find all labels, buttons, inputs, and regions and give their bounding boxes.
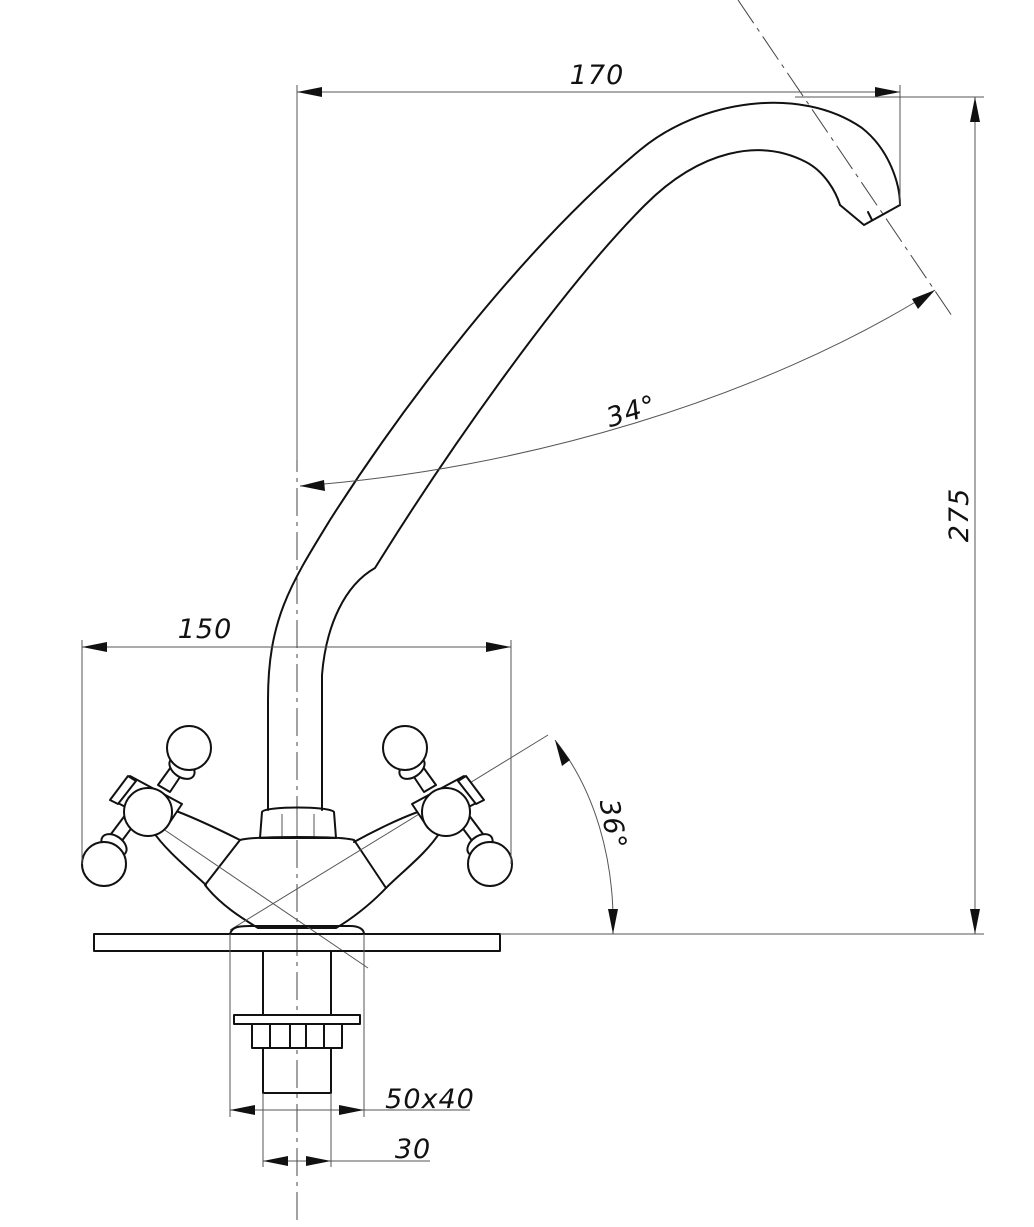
dimension-label-handle-angle: 36°	[593, 797, 632, 852]
dimension-total-height: 275	[500, 96, 984, 935]
dimension-label-base-size: 50x40	[385, 1084, 475, 1115]
spout	[267, 101, 901, 811]
right-handle	[353, 725, 513, 889]
dimension-spout-angle: 34°	[299, 289, 936, 491]
dimension-label-handle-spread: 150	[178, 614, 233, 645]
dimension-label-shank-diameter: 30	[395, 1134, 431, 1165]
center-lines	[296, 0, 953, 1225]
dimension-spout-reach: 170	[296, 60, 901, 460]
left-handle	[81, 725, 241, 887]
dimension-label-spout-reach: 170	[570, 60, 625, 91]
dimension-label-total-height: 275	[944, 488, 975, 543]
dimension-shank-diameter: 30	[262, 1093, 431, 1167]
dimension-handle-angle: 36°	[554, 739, 632, 935]
dimension-base-size: 50x40	[229, 934, 475, 1117]
faucet-body	[149, 734, 549, 969]
mounting-shank	[233, 950, 361, 1094]
dimension-label-spout-angle: 34°	[603, 390, 661, 435]
dimension-handle-spread: 150	[81, 614, 512, 864]
